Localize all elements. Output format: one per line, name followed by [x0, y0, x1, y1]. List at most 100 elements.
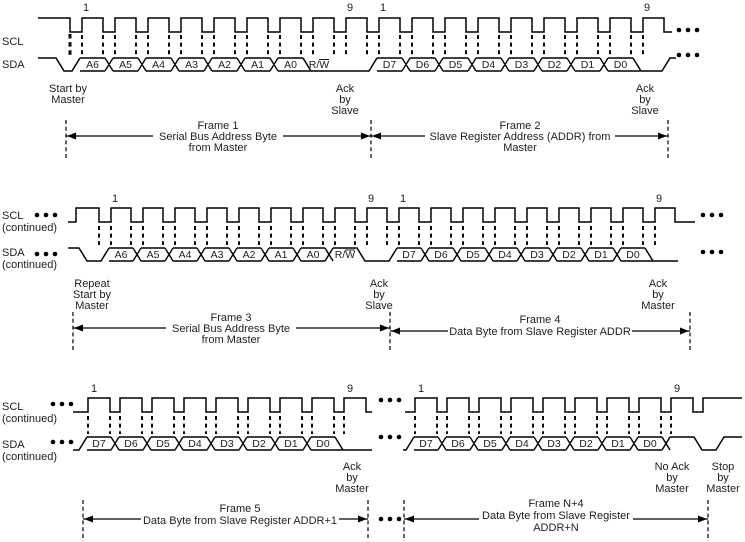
arrowhead-left: [74, 324, 83, 332]
bit-label: D5: [449, 59, 463, 71]
dot: [43, 212, 49, 218]
bit-label: D2: [548, 59, 562, 71]
bit-label: A2: [243, 249, 256, 261]
scl-waveform-left: [73, 397, 372, 413]
dot: [676, 52, 682, 58]
arrowhead-left: [372, 132, 381, 140]
clock-number: 1: [83, 2, 89, 14]
bit-label: D3: [515, 59, 529, 71]
dot: [396, 434, 402, 440]
frame-title-line: Frame 2: [500, 120, 541, 132]
clock-number: 1: [400, 193, 406, 205]
sda-signal-label: SDA: [2, 439, 25, 451]
bit-cells: [109, 247, 325, 262]
frame-title-line: from Master: [189, 142, 248, 154]
arrowhead-right: [358, 515, 367, 523]
frame-title-line: Slave Register Address (ADDR) from: [430, 131, 611, 143]
annotation-line: Ack: [370, 278, 389, 290]
dot: [378, 516, 384, 522]
frame-title-line: Data Byte from Slave Register ADDR+1: [143, 515, 337, 527]
continuation-dots-scl: [50, 401, 74, 407]
dot: [50, 439, 56, 445]
bit-label: D7: [92, 438, 106, 450]
bit-label: A5: [147, 249, 160, 261]
dot: [694, 27, 700, 33]
scl-signal-label: SCL: [2, 401, 23, 413]
frame-title-line: Frame N+4: [528, 498, 583, 510]
sda-start-condition: [38, 57, 81, 72]
dot: [387, 516, 393, 522]
frame-title-line: Master: [503, 142, 537, 154]
annotation-line: Slave: [331, 105, 359, 117]
frame-title-line: from Master: [202, 334, 261, 346]
bit-label: D4: [498, 249, 512, 261]
frame-title-line: Frame 4: [520, 314, 561, 326]
sda-ack-hold-low: [334, 436, 372, 451]
continuation-dots-sda: [676, 52, 700, 58]
clock-number: 9: [674, 383, 680, 395]
scl-signal-label: SCL: [2, 36, 23, 48]
annotation-line: Stop: [712, 461, 735, 473]
bit-label: D4: [515, 438, 529, 450]
bit-label: D5: [156, 438, 170, 450]
bit-label: D1: [594, 249, 608, 261]
bit-label: D0: [643, 438, 657, 450]
bit-label: D3: [530, 249, 544, 261]
sda-repeat-start: [68, 247, 110, 262]
sda-rw-high-ack-low: [324, 247, 398, 262]
arrowhead-left: [405, 515, 414, 523]
dot: [378, 434, 384, 440]
clock-edge-markers: [414, 416, 672, 434]
annotation-line: Ack: [649, 278, 668, 290]
annotation-line: Master: [706, 483, 740, 495]
sda-continued-label: (continued): [2, 259, 57, 271]
dot: [676, 27, 682, 33]
dot: [378, 397, 384, 403]
bit-label: A6: [86, 59, 99, 71]
bit-label: D0: [626, 249, 640, 261]
bit-label: A0: [284, 59, 297, 71]
clock-number: 9: [656, 193, 662, 205]
bit-label: D6: [451, 438, 465, 450]
arrowhead-right: [658, 132, 667, 140]
scl-waveform: [68, 207, 695, 223]
arrowhead-left: [391, 327, 400, 335]
dot: [387, 397, 393, 403]
dot: [68, 401, 74, 407]
dot: [52, 251, 58, 257]
arrowhead-right: [698, 515, 707, 523]
annotation-line: Master: [51, 94, 85, 106]
rw-bit-label: R/W: [309, 59, 330, 71]
sda-rw-ack-low: [302, 57, 378, 72]
annotation-line: Master: [75, 300, 109, 312]
scl-signal-label: SCL: [2, 210, 23, 222]
bit-cells: [377, 57, 633, 72]
bit-label: A1: [251, 59, 264, 71]
bit-label: D6: [434, 249, 448, 261]
scl-waveform-right: [405, 397, 742, 413]
dot: [718, 212, 724, 218]
scl-continued-label: (continued): [2, 413, 57, 425]
clock-number: 9: [347, 383, 353, 395]
bit-label: A3: [185, 59, 198, 71]
arrowhead-left: [67, 132, 76, 140]
annotation-line: Master: [335, 483, 369, 495]
annotation-line: Master: [641, 300, 675, 312]
bit-label: D1: [611, 438, 625, 450]
continuation-dots-sda: [700, 249, 724, 255]
dot: [709, 212, 715, 218]
frame-title-line: Data Byte from Slave Register: [482, 510, 630, 522]
bit-label: D1: [284, 438, 298, 450]
dot: [700, 212, 706, 218]
